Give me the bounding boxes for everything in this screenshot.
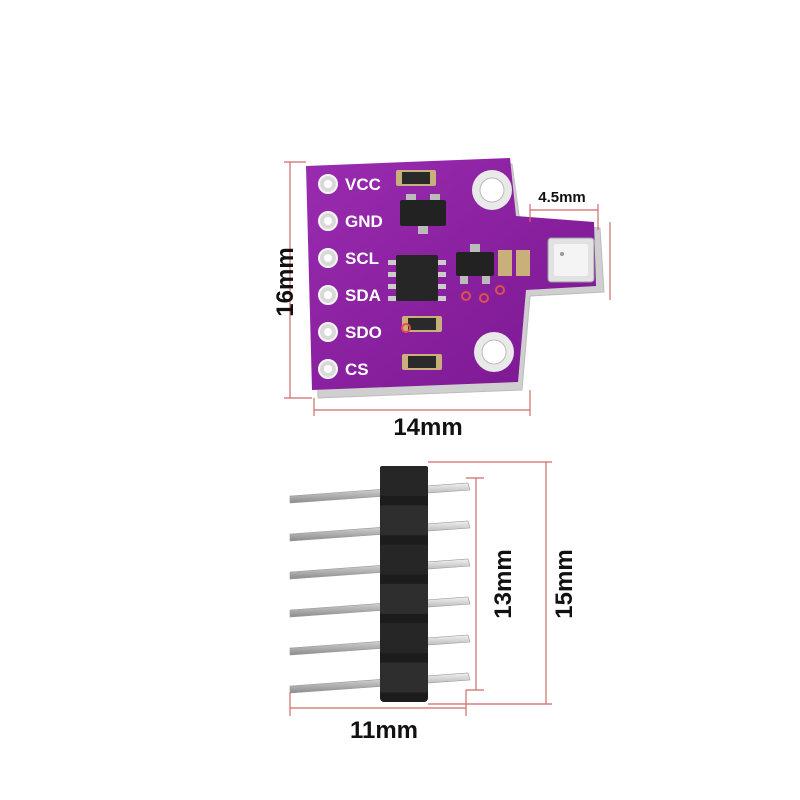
- pin-pad-sda: SDA: [318, 285, 381, 305]
- pin-label-scl: SCL: [345, 249, 379, 268]
- pin-pad-vcc: VCC: [318, 174, 381, 194]
- vias: [401, 285, 505, 333]
- mosfet-chip: [456, 244, 494, 284]
- tab-width-label: 4.5mm: [538, 189, 586, 206]
- header-segment: [380, 544, 428, 575]
- pin-label-sdo: SDO: [345, 323, 382, 342]
- pin-label-sda: SDA: [345, 286, 381, 305]
- level-shifter-chip: [388, 255, 446, 301]
- pin-label-vcc: VCC: [345, 175, 381, 194]
- header-total-label: 15mm: [551, 549, 578, 618]
- pin-pad-gnd: GND: [318, 211, 383, 231]
- header-segment: [380, 505, 428, 536]
- pin-header: [289, 466, 471, 702]
- pin-pad-cs: CS: [318, 359, 369, 379]
- board-width-label: 14mm: [393, 414, 462, 441]
- mounting-hole-bottom: [474, 332, 514, 372]
- board-dimension-lines: [284, 161, 611, 416]
- pcb: [306, 158, 596, 390]
- header-segment: [380, 466, 428, 496]
- sensor-breakout-board: VCC GND SCL SDA SDO CS: [306, 158, 605, 399]
- header-segment: [380, 623, 428, 654]
- resistor-cs: [402, 354, 442, 370]
- pin-pad-scl: SCL: [318, 248, 379, 268]
- pressure-sensor: [547, 237, 595, 283]
- header-length-label: 11mm: [350, 717, 418, 744]
- header-segment: [380, 662, 428, 693]
- capacitor-top: [396, 170, 436, 186]
- mounting-hole-top: [472, 170, 512, 210]
- header-plastic-body: [380, 466, 428, 702]
- header-body-label: 13mm: [490, 549, 517, 618]
- pin-label-gnd: GND: [345, 212, 383, 231]
- pin-pad-sdo: SDO: [318, 322, 382, 342]
- resistor-sdo: [402, 316, 442, 332]
- board-height-label: 16mm: [272, 247, 299, 316]
- header-segment: [380, 583, 428, 614]
- header-dimension-lines: [289, 461, 552, 716]
- regulator-chip: [400, 194, 446, 234]
- pin-label-cs: CS: [345, 360, 369, 379]
- resistor-pair: [498, 250, 530, 276]
